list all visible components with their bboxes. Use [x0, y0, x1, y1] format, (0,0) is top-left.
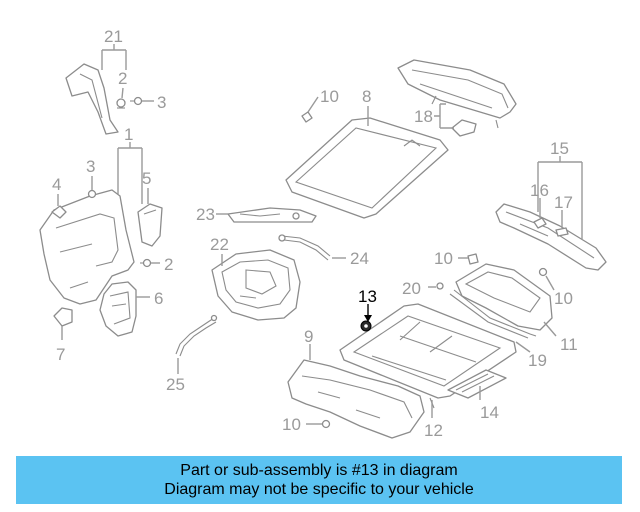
part-18-handle — [451, 119, 477, 137]
part-18-tonneau-cover — [397, 59, 517, 129]
part-2-clip-middle — [140, 258, 152, 268]
callout-6: 6 — [154, 289, 163, 308]
callout-23: 23 — [196, 205, 215, 224]
part-6-bracket — [99, 281, 137, 337]
banner-line-1: Part or sub-assembly is #13 in diagram — [180, 462, 458, 479]
part-10-fastener-right — [538, 267, 548, 277]
callout-17: 17 — [554, 193, 573, 212]
callout-5: 5 — [142, 169, 151, 188]
part-14-vent — [447, 369, 507, 399]
callout-10: 10 — [434, 249, 453, 268]
callout-20: 20 — [402, 279, 421, 298]
part-17-clip — [555, 227, 569, 237]
part-10-fastener-top — [301, 111, 313, 123]
callout-18: 18 — [414, 107, 433, 126]
part-25-cable — [175, 314, 218, 357]
callout-24: 24 — [350, 249, 369, 268]
info-banner: Part or sub-assembly is #13 in diagram D… — [16, 456, 622, 504]
callout-3: 3 — [157, 93, 166, 112]
callout-13: 13 — [358, 287, 377, 306]
callout-21: 21 — [104, 27, 123, 46]
part-23-jack — [227, 207, 317, 223]
callout-10: 10 — [282, 415, 301, 434]
callout-11: 11 — [560, 335, 578, 354]
callout-3: 3 — [86, 157, 95, 176]
callout-10: 10 — [554, 289, 573, 308]
callout-15: 15 — [550, 139, 569, 158]
part-24-jack-handle — [278, 234, 331, 261]
callout-4: 4 — [52, 175, 61, 194]
part-3-clip-middle — [87, 189, 97, 199]
callout-12: 12 — [424, 421, 443, 440]
part-15-sill-plate — [495, 203, 607, 271]
callout-22: 22 — [210, 235, 229, 254]
callout-2: 2 — [164, 255, 173, 274]
part-12-floor-frame — [339, 303, 517, 409]
leader-lines — [57, 44, 583, 425]
part-19-rail — [436, 282, 537, 339]
part-8-cargo-cover — [285, 117, 449, 219]
callout-8: 8 — [362, 87, 371, 106]
callout-13-arrow — [364, 304, 372, 322]
callout-10: 10 — [320, 87, 339, 106]
part-13-grommet — [360, 320, 372, 332]
part-1-quarter-trim — [39, 189, 135, 305]
part-3-clip-upper — [130, 96, 143, 106]
callout-7: 7 — [56, 345, 65, 364]
callout-16: 16 — [530, 181, 549, 200]
part-22-tool-tray — [211, 249, 301, 321]
part-7-bezel — [53, 307, 73, 327]
part-2-clip-upper — [116, 98, 126, 109]
part-21-pillar-trim — [65, 63, 119, 135]
callout-25: 25 — [166, 375, 185, 394]
part-10-fastener-midright — [467, 253, 479, 265]
part-16-clip — [533, 217, 547, 229]
part-10-fastener-bottom — [321, 419, 331, 429]
part-9-rear-panel — [287, 359, 425, 439]
callout-19: 19 — [528, 351, 547, 370]
callout-14: 14 — [480, 403, 499, 422]
part-4-clip — [51, 205, 67, 219]
callout-2: 2 — [118, 69, 127, 88]
callout-1: 1 — [124, 125, 133, 144]
banner-line-2: Diagram may not be specific to your vehi… — [164, 481, 474, 498]
part-5-cover — [137, 203, 163, 247]
part-11-storage-box — [455, 263, 553, 331]
callout-9: 9 — [304, 327, 313, 346]
callout-labels: 21 2 3 1 3 4 5 2 6 7 10 8 18 23 22 24 13… — [52, 27, 578, 440]
